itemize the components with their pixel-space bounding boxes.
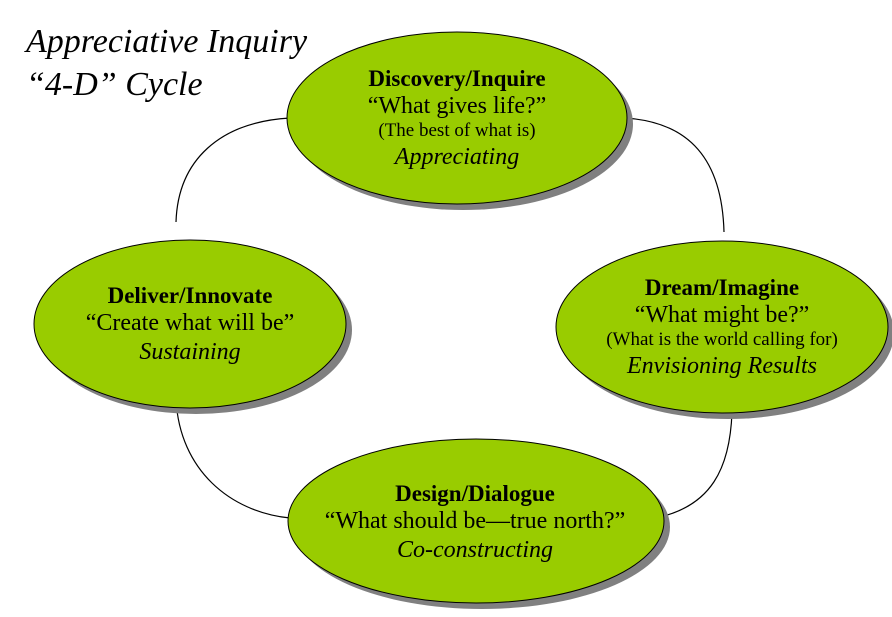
design-node-text: Design/Dialogue “What should be—true nor… (280, 468, 670, 576)
connector-discovery-dream (624, 117, 725, 233)
design-title: Design/Dialogue (395, 481, 555, 507)
connector-deliver-discovery (175, 117, 291, 223)
deliver-node-text: Deliver/Innovate “Create what will be” S… (36, 268, 344, 380)
discovery-question: “What gives life?” (367, 93, 547, 120)
dream-activity: Envisioning Results (627, 352, 817, 379)
connector-dream-design (659, 411, 733, 518)
design-node (287, 438, 665, 604)
diagram-title-line-2: “4-D” Cycle (26, 66, 203, 103)
discovery-node (286, 31, 628, 205)
deliver-activity: Sustaining (139, 338, 241, 365)
discovery-node-text: Discovery/Inquire “What gives life?” (Th… (288, 48, 626, 188)
design-activity: Co-constructing (397, 536, 553, 563)
discovery-activity: Appreciating (394, 143, 520, 170)
discovery-title: Discovery/Inquire (368, 65, 546, 91)
dream-node (555, 240, 889, 414)
dream-title: Dream/Imagine (644, 274, 800, 300)
dream-question: “What might be?” (634, 302, 810, 329)
connector-design-deliver (175, 399, 291, 519)
discovery-subtitle: (The best of what is) (378, 120, 536, 142)
dream-subtitle: (What is the world calling for) (606, 329, 838, 351)
diagram-title-line-1: Appreciative Inquiry (26, 23, 308, 60)
deliver-title: Deliver/Innovate (107, 283, 273, 309)
deliver-node (33, 239, 347, 409)
deliver-question: “Create what will be” (85, 310, 295, 337)
design-question: “What should be—true north?” (324, 508, 626, 535)
dream-node-text: Dream/Imagine “What might be?” (What is … (557, 257, 887, 397)
